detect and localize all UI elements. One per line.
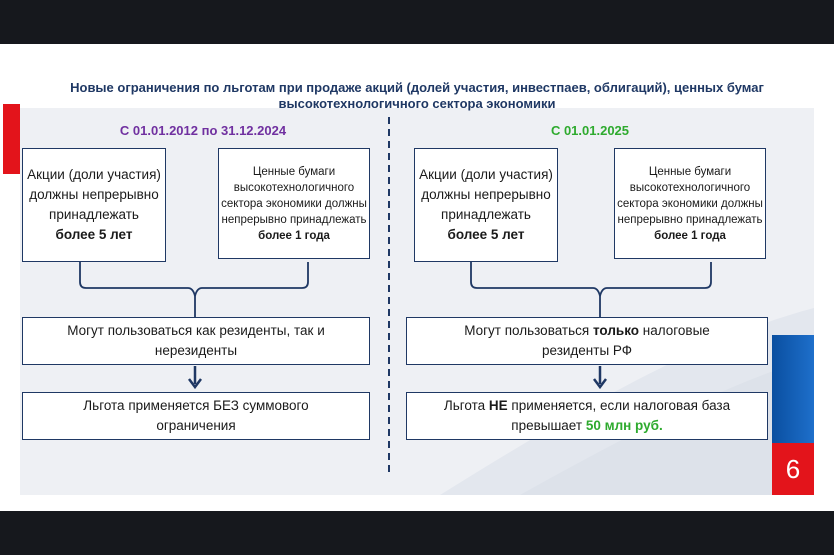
right-shares-box: Акции (доли участия) должны непрерывно п… xyxy=(414,148,558,262)
right-benefit-limit: 50 млн руб. xyxy=(585,418,663,433)
right-hitech-term: более 1 года xyxy=(654,229,726,242)
left-shares-term: более 5 лет xyxy=(55,227,133,242)
left-hitech-text: Ценные бумаги высокотехнологичного секто… xyxy=(221,165,367,226)
slide-title: Новые ограничения по льготам при продаже… xyxy=(70,80,764,111)
left-hitech-box: Ценные бумаги высокотехнологичного секто… xyxy=(218,148,370,259)
connector-lines xyxy=(79,117,712,472)
right-residents-post: налоговые резиденты РФ xyxy=(541,323,710,358)
right-hitech-box: Ценные бумаги высокотехнологичного секто… xyxy=(614,148,766,259)
left-residents-box: Могут пользоваться как резиденты, так и … xyxy=(22,317,370,365)
right-brace xyxy=(470,262,712,297)
right-period-header: С 01.01.2025 xyxy=(550,123,630,138)
right-blue-accent xyxy=(772,335,814,443)
left-hitech-term: более 1 года xyxy=(258,229,330,242)
left-benefit-box: Льгота применяется БЕЗ суммового огранич… xyxy=(22,392,370,440)
right-benefit-pre: Льгота xyxy=(443,398,489,413)
left-period-header: С 01.01.2012 по 31.12.2024 xyxy=(119,123,287,138)
right-residents-only: только xyxy=(592,323,640,338)
right-shares-text: Акции (доли участия) должны непрерывно п… xyxy=(419,167,553,222)
right-residents-box: Могут пользоваться только налоговые рези… xyxy=(406,317,768,365)
right-residents-pre: Могут пользоваться xyxy=(464,323,593,338)
top-letterbox xyxy=(0,0,834,44)
right-benefit-mid: применяется, если налоговая база превыша… xyxy=(507,398,731,433)
right-arrow-head xyxy=(593,378,607,390)
page-number: 6 xyxy=(772,443,814,495)
right-benefit-box: Льгота НЕ применяется, если налоговая ба… xyxy=(406,392,768,440)
left-arrow-head xyxy=(188,378,202,390)
left-residents-text: Могут пользоваться как резиденты, так и … xyxy=(67,323,325,358)
left-benefit-text: Льгота применяется БЕЗ суммового огранич… xyxy=(83,398,309,433)
left-shares-box: Акции (доли участия) должны непрерывно п… xyxy=(22,148,166,262)
slide: Новые ограничения по льготам при продаже… xyxy=(0,44,834,511)
left-red-accent xyxy=(0,104,20,174)
left-shares-text: Акции (доли участия) должны непрерывно п… xyxy=(27,167,161,222)
right-shares-term: более 5 лет xyxy=(447,227,525,242)
right-benefit-not: НЕ xyxy=(488,398,508,413)
left-brace xyxy=(79,262,309,297)
right-hitech-text: Ценные бумаги высокотехнологичного секто… xyxy=(617,165,763,226)
bottom-letterbox xyxy=(0,511,834,555)
